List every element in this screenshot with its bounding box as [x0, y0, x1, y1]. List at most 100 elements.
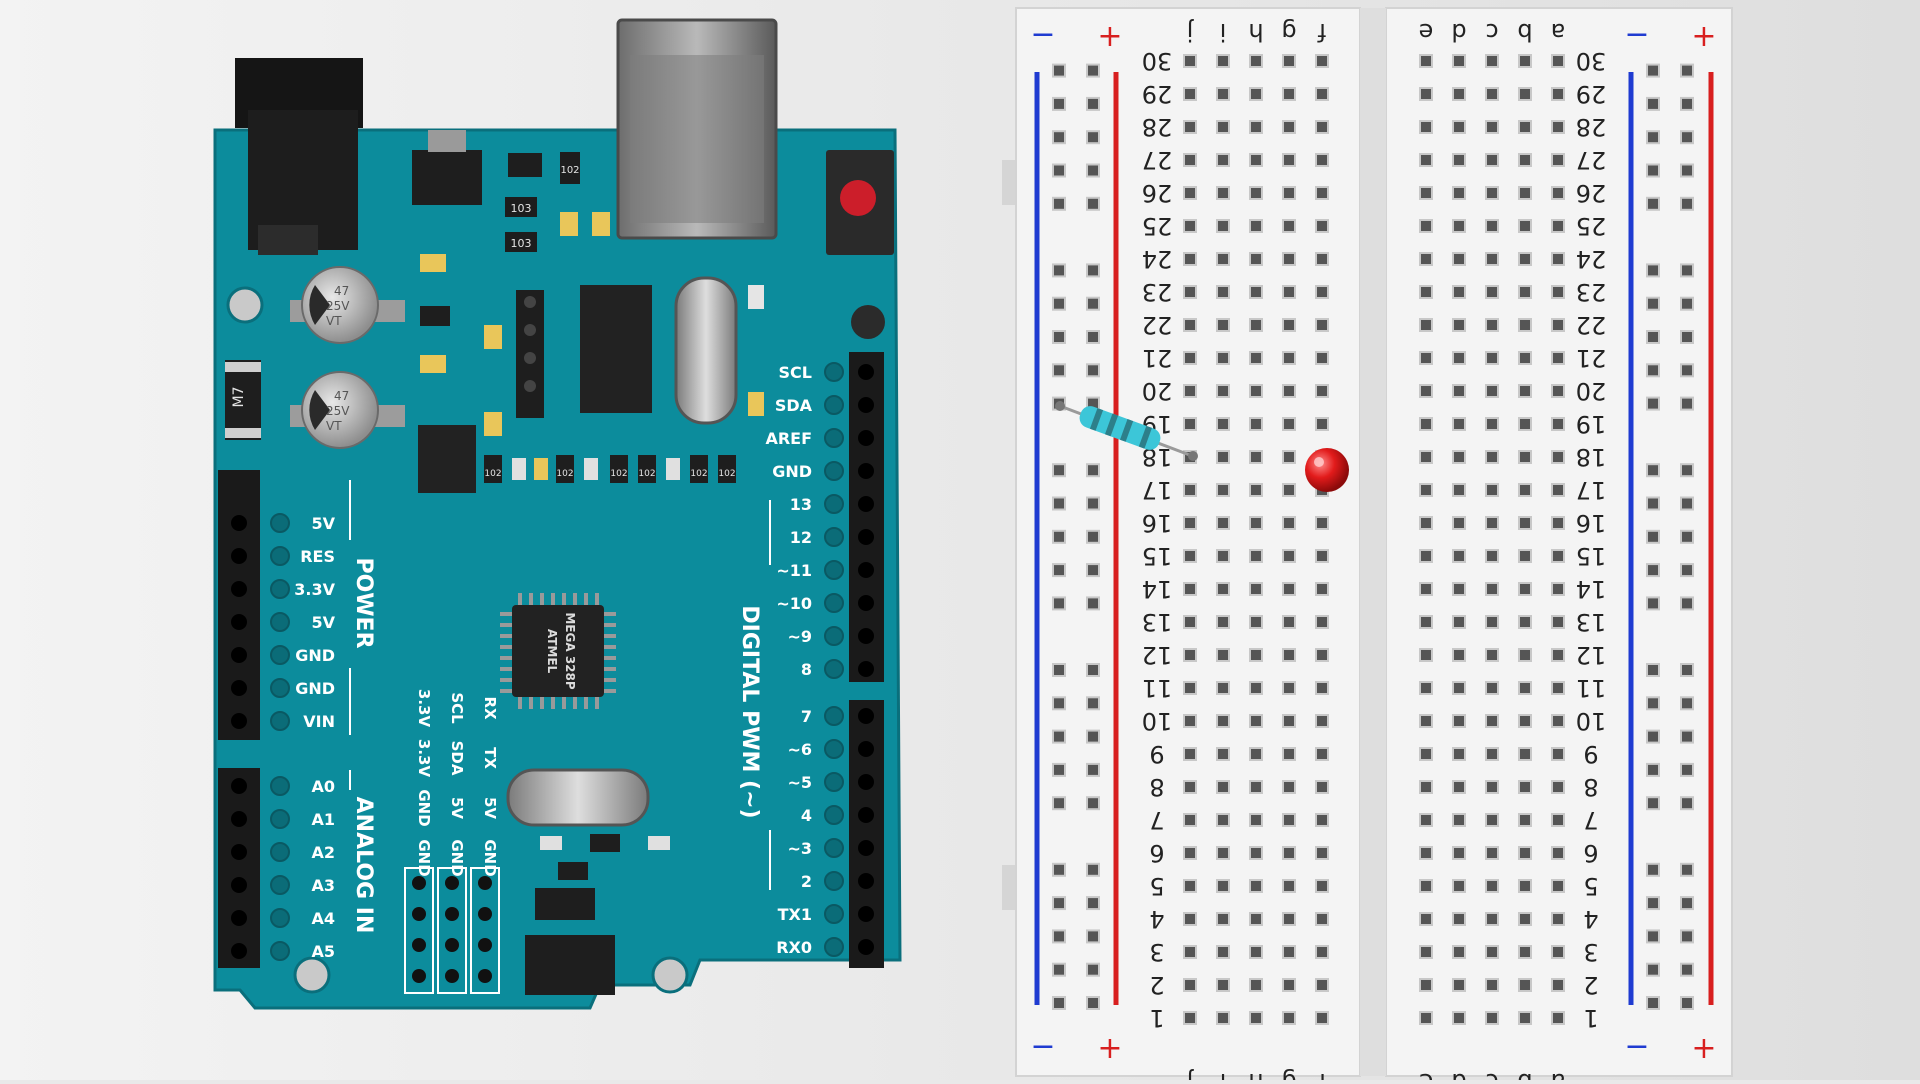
breadboard-hole[interactable]	[1680, 696, 1694, 711]
breadboard-hole[interactable]	[1086, 463, 1100, 478]
breadboard-hole[interactable]	[1680, 363, 1694, 378]
breadboard-hole[interactable]	[1419, 648, 1433, 662]
breadboard-hole[interactable]	[1646, 396, 1660, 411]
breadboard-hole[interactable]	[1183, 186, 1197, 200]
breadboard-hole[interactable]	[1282, 450, 1296, 464]
resistor[interactable]	[1055, 401, 1198, 461]
breadboard-hole[interactable]	[1216, 87, 1230, 101]
breadboard-hole[interactable]	[1216, 549, 1230, 563]
breadboard-hole[interactable]	[1452, 780, 1466, 794]
breadboard-hole[interactable]	[1646, 563, 1660, 578]
breadboard-hole[interactable]	[1680, 163, 1694, 178]
breadboard-hole[interactable]	[1183, 285, 1197, 299]
breadboard-hole[interactable]	[1216, 1011, 1230, 1025]
breadboard-hole[interactable]	[1419, 384, 1433, 398]
breadboard-hole[interactable]	[1315, 648, 1329, 662]
breadboard-hole[interactable]	[1646, 729, 1660, 744]
breadboard-hole[interactable]	[1452, 846, 1466, 860]
breadboard-hole[interactable]	[1052, 696, 1066, 711]
breadboard-hole[interactable]	[1485, 120, 1499, 134]
breadboard-hole[interactable]	[1052, 296, 1066, 311]
breadboard-hole[interactable]	[1086, 163, 1100, 178]
breadboard-hole[interactable]	[1216, 483, 1230, 497]
breadboard-hole[interactable]	[1485, 186, 1499, 200]
breadboard-hole[interactable]	[1315, 780, 1329, 794]
breadboard-hole[interactable]	[1518, 252, 1532, 266]
breadboard-hole[interactable]	[1282, 714, 1296, 728]
breadboard-hole[interactable]	[1485, 285, 1499, 299]
breadboard-hole[interactable]	[1282, 87, 1296, 101]
breadboard-hole[interactable]	[1183, 483, 1197, 497]
breadboard-hole[interactable]	[1518, 285, 1532, 299]
breadboard-hole[interactable]	[1052, 529, 1066, 544]
breadboard-hole[interactable]	[1680, 563, 1694, 578]
breadboard-hole[interactable]	[1216, 417, 1230, 431]
icsp-pin[interactable]	[478, 876, 492, 890]
breadboard-hole[interactable]	[1551, 450, 1565, 464]
breadboard-hole[interactable]	[1485, 384, 1499, 398]
breadboard-hole[interactable]	[1183, 54, 1197, 68]
breadboard-hole[interactable]	[1518, 351, 1532, 365]
breadboard-hole[interactable]	[1551, 945, 1565, 959]
breadboard-hole[interactable]	[1646, 163, 1660, 178]
breadboard-hole[interactable]	[1052, 363, 1066, 378]
breadboard-hole[interactable]	[1551, 120, 1565, 134]
breadboard-hole[interactable]	[1183, 978, 1197, 992]
breadboard-hole[interactable]	[1452, 648, 1466, 662]
breadboard-hole[interactable]	[1249, 285, 1263, 299]
breadboard-hole[interactable]	[1646, 663, 1660, 677]
breadboard-hole[interactable]	[1485, 450, 1499, 464]
breadboard-hole[interactable]	[1282, 945, 1296, 959]
icsp-pin[interactable]	[445, 969, 459, 983]
breadboard-hole[interactable]	[1518, 813, 1532, 827]
header-pin-socket[interactable]	[858, 741, 874, 757]
breadboard-hole[interactable]	[1452, 483, 1466, 497]
breadboard-hole[interactable]	[1518, 219, 1532, 233]
breadboard-hole[interactable]	[1419, 87, 1433, 101]
header-pin-socket[interactable]	[231, 680, 247, 696]
breadboard-hole[interactable]	[1183, 813, 1197, 827]
breadboard-hole[interactable]	[1551, 516, 1565, 530]
breadboard-hole[interactable]	[1452, 747, 1466, 761]
breadboard-hole[interactable]	[1419, 252, 1433, 266]
breadboard-hole[interactable]	[1282, 582, 1296, 596]
breadboard-hole[interactable]	[1183, 681, 1197, 695]
breadboard-hole[interactable]	[1646, 696, 1660, 711]
breadboard-hole[interactable]	[1646, 596, 1660, 611]
breadboard-hole[interactable]	[1485, 516, 1499, 530]
breadboard-hole[interactable]	[1551, 615, 1565, 629]
breadboard-hole[interactable]	[1183, 351, 1197, 365]
arduino-uno-board[interactable]: 103 103 102 47 25V VT 47 25V	[213, 18, 902, 1010]
icsp-pin[interactable]	[445, 907, 459, 921]
header-pin-socket[interactable]	[858, 628, 874, 644]
breadboard-hole[interactable]	[1452, 714, 1466, 728]
icsp-pin[interactable]	[445, 876, 459, 890]
icsp-pin[interactable]	[412, 938, 426, 952]
breadboard-hole[interactable]	[1646, 96, 1660, 111]
header-pin-socket[interactable]	[231, 713, 247, 729]
breadboard-hole[interactable]	[1249, 978, 1263, 992]
breadboard-hole[interactable]	[1315, 417, 1329, 431]
breadboard-hole[interactable]	[1518, 1011, 1532, 1025]
breadboard-hole[interactable]	[1183, 912, 1197, 926]
breadboard-hole[interactable]	[1216, 351, 1230, 365]
breadboard-hole[interactable]	[1052, 796, 1066, 811]
header-pin-socket[interactable]	[858, 496, 874, 512]
breadboard-hole[interactable]	[1551, 54, 1565, 68]
breadboard-hole[interactable]	[1315, 879, 1329, 893]
breadboard-hole[interactable]	[1315, 681, 1329, 695]
header-pin-socket[interactable]	[858, 397, 874, 413]
breadboard-hole[interactable]	[1419, 186, 1433, 200]
breadboard-hole[interactable]	[1216, 846, 1230, 860]
breadboard-hole[interactable]	[1183, 417, 1197, 431]
breadboard-hole[interactable]	[1086, 762, 1100, 777]
breadboard-hole[interactable]	[1485, 219, 1499, 233]
breadboard-hole[interactable]	[1551, 747, 1565, 761]
breadboard-hole[interactable]	[1249, 1011, 1263, 1025]
breadboard-hole[interactable]	[1485, 879, 1499, 893]
breadboard-hole[interactable]	[1485, 615, 1499, 629]
breadboard-hole[interactable]	[1518, 615, 1532, 629]
breadboard-hole[interactable]	[1419, 780, 1433, 794]
header-pin-socket[interactable]	[858, 595, 874, 611]
breadboard-hole[interactable]	[1518, 483, 1532, 497]
